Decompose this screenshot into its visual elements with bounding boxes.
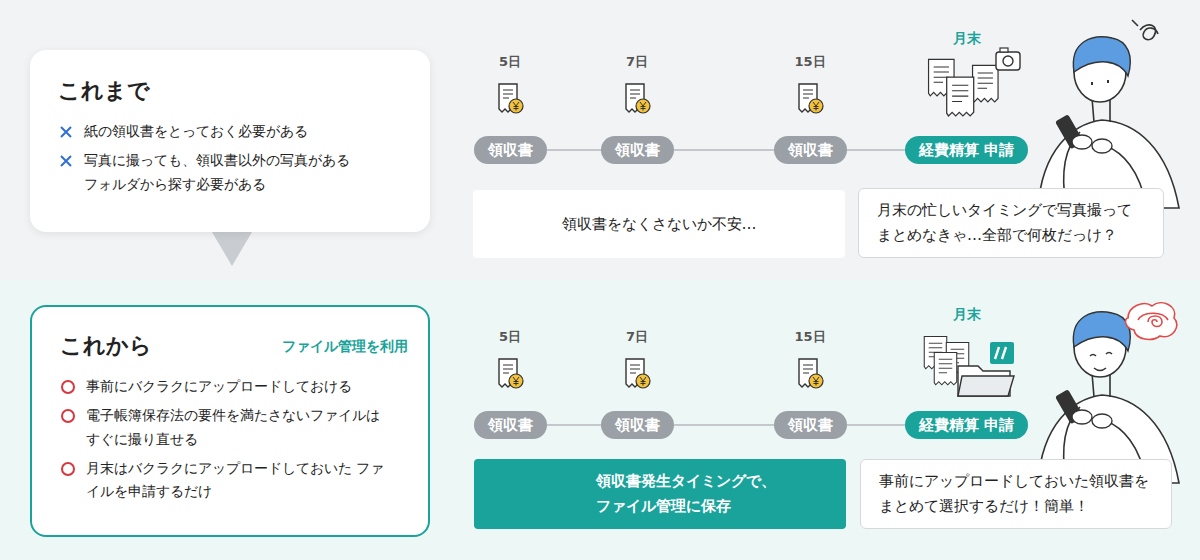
cross-stroke <box>61 127 71 137</box>
date-label: 15日 <box>794 54 825 70</box>
card-item: 電子帳簿保存法の要件を満たさないファイルは すぐに撮り直せる <box>60 404 408 450</box>
step-pill: 経費精算 申請 <box>905 411 1028 439</box>
card-item-text: 写真に撮っても、領収書以外の写真があるフォルダから探す必要がある <box>84 149 356 195</box>
card-heading: これまで <box>58 78 150 104</box>
date-label: 7日 <box>626 54 648 70</box>
card-header: これまで <box>58 78 410 104</box>
illustration-path <box>1126 303 1177 340</box>
illustration-g <box>996 48 1020 70</box>
pill-text: 経費精算 申請 <box>919 140 1014 160</box>
cross-mark <box>58 124 74 140</box>
timeline-connector <box>547 424 601 426</box>
step-pill: 領収書 <box>774 411 847 439</box>
message-box: 領収書発生タイミングで、 ファイル管理に保存 <box>474 459 846 529</box>
card-tag: ファイル管理を利用 <box>282 338 408 355</box>
box-text: 領収書をなくさないか不安… <box>562 212 757 237</box>
date-label: 5日 <box>499 54 521 70</box>
illustration-rect <box>990 342 1014 364</box>
pill-text: 経費精算 申請 <box>919 415 1014 435</box>
box-text: 領収書発生タイミングで、 ファイル管理に保存 <box>596 469 782 519</box>
box-text: 事前にアップロードしておいた領収書を まとめて選択するだけ！簡単！ <box>879 469 1153 519</box>
circle-stroke <box>62 381 74 393</box>
illustration-use <box>499 84 523 113</box>
illustration-path <box>958 376 1014 396</box>
illustration-use <box>799 359 823 388</box>
card-item-text: 電子帳簿保存法の要件を満たさないファイルは すぐに撮り直せる <box>86 404 386 450</box>
illustration-path <box>1138 313 1168 326</box>
card-item-text: 事前にバクラクにアップロードしておける <box>86 375 386 398</box>
step-pill: 領収書 <box>774 136 847 164</box>
month-end-label: 月末 <box>953 30 981 47</box>
illustration-use <box>1038 37 1179 208</box>
illustration-use <box>626 359 650 388</box>
message-box: 領収書をなくさないか不安… <box>473 190 845 258</box>
card-item: 紙の領収書をとっておく必要がある <box>58 120 410 143</box>
timeline-connector <box>674 424 774 426</box>
circle-stroke <box>62 410 74 422</box>
step-pill: 経費精算 申請 <box>905 136 1028 164</box>
pill-text: 領収書 <box>615 415 660 435</box>
pill-text: 領収書 <box>788 415 833 435</box>
month-end-label: 月末 <box>953 306 981 323</box>
step-pill: 領収書 <box>601 411 674 439</box>
illustration-path <box>1092 80 1108 85</box>
illustration-polygon <box>212 232 252 266</box>
circle-mark <box>60 408 76 424</box>
illustration-use <box>799 84 823 113</box>
pill-text: 領収書 <box>488 415 533 435</box>
illustration-use <box>626 84 650 113</box>
card-item: 写真に撮っても、領収書以外の写真があるフォルダから探す必要がある <box>58 149 410 195</box>
step-pill: 領収書 <box>474 136 547 164</box>
message-box: 事前にアップロードしておいた領収書を まとめて選択するだけ！簡単！ <box>860 459 1172 529</box>
message-box: 月末の忙しいタイミングで写真撮って まとめなきゃ…全部で何枚だっけ？ <box>858 188 1164 258</box>
illustration-circle <box>1003 56 1013 66</box>
card-item: 月末はバクラクにアップロードしておいた ファイルを申請するだけ <box>60 457 408 503</box>
box-text: 月末の忙しいタイミングで写真撮って まとめなきゃ…全部で何枚だっけ？ <box>877 198 1145 248</box>
illustration-use <box>934 353 957 385</box>
cross-stroke <box>61 156 71 166</box>
illustration-use <box>499 359 523 388</box>
step-pill: 領収書 <box>474 411 547 439</box>
date-label: 5日 <box>499 329 521 345</box>
pill-text: 領収書 <box>615 140 660 160</box>
pill-text: 領収書 <box>788 140 833 160</box>
illustration-use <box>973 65 999 102</box>
card-item-text: 紙の領収書をとっておく必要がある <box>84 120 356 143</box>
timeline-connector <box>847 149 905 151</box>
card-item: 事前にバクラクにアップロードしておける <box>60 375 408 398</box>
illustration-use <box>947 77 974 116</box>
illustration-path <box>1132 20 1158 40</box>
step-pill: 領収書 <box>601 136 674 164</box>
illustration-path <box>1090 353 1112 371</box>
circle-stroke <box>62 463 74 475</box>
cross-mark <box>58 153 74 169</box>
summary-card: これまで紙の領収書をとっておく必要がある写真に撮っても、領収書以外の写真があるフ… <box>30 50 430 232</box>
summary-card: これから ファイル管理を利用事前にバクラクにアップロードしておける電子帳簿保存法の… <box>30 305 430 537</box>
card-item-text: 月末はバクラクにアップロードしておいた ファイルを申請するだけ <box>86 457 386 503</box>
illustration-rect <box>1000 48 1008 52</box>
timeline-connector <box>847 424 905 426</box>
illustration-rect <box>996 52 1020 70</box>
circle-mark <box>60 461 76 477</box>
card-header: これから ファイル管理を利用 <box>60 333 408 359</box>
timeline-connector <box>547 149 601 151</box>
date-label: 15日 <box>794 329 825 345</box>
pill-text: 領収書 <box>488 140 533 160</box>
illustration-path <box>995 347 1006 359</box>
card-heading: これから <box>60 333 152 359</box>
timeline-connector <box>674 149 774 151</box>
date-label: 7日 <box>626 329 648 345</box>
circle-mark <box>60 379 76 395</box>
